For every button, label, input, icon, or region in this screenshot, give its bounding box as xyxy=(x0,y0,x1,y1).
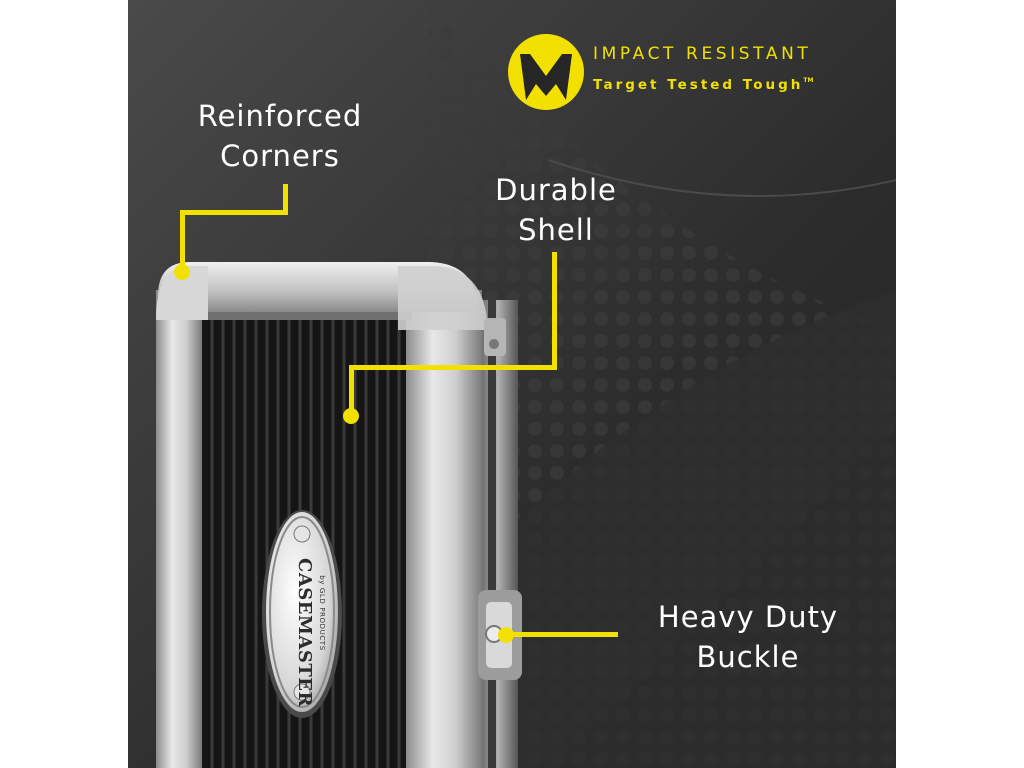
callout-corners-label: Reinforced Corners xyxy=(180,96,380,176)
callout-corners-line xyxy=(180,210,185,266)
callout-buckle-line xyxy=(508,632,618,637)
callout-corners-line xyxy=(283,184,288,214)
callout-corners-dot xyxy=(174,264,190,280)
badge-tagline: Target Tested ToughTM xyxy=(593,77,813,93)
callout-line-2: Buckle xyxy=(696,640,800,674)
callout-shell-label: Durable Shell xyxy=(476,170,636,250)
badge-tagline-text: Target Tested Tough xyxy=(593,77,804,93)
callout-line-1: Reinforced xyxy=(197,99,363,133)
callout-line-2: Corners xyxy=(220,139,340,173)
plaque-brand: CASEMASTER xyxy=(294,558,315,707)
trademark-mark: TM xyxy=(803,77,814,84)
callout-shell-dot xyxy=(343,408,359,424)
case-illustration xyxy=(128,0,896,768)
callout-line-1: Durable xyxy=(495,173,617,207)
m-shield-icon xyxy=(508,34,584,110)
callout-shell-line xyxy=(349,365,354,410)
plaque-sub: by GLD PRODUCTS xyxy=(318,575,326,651)
callout-shell-line xyxy=(349,365,557,370)
badge-title: IMPACT RESISTANT xyxy=(593,44,812,64)
callout-line-2: Shell xyxy=(518,213,594,247)
callout-buckle-dot xyxy=(498,627,514,643)
callout-line-1: Heavy Duty xyxy=(657,600,839,634)
callout-shell-line xyxy=(552,252,557,370)
callout-buckle-label: Heavy Duty Buckle xyxy=(638,597,858,677)
callout-corners-line xyxy=(180,210,288,215)
product-image: IMPACT RESISTANT Target Tested ToughTM C… xyxy=(128,0,896,768)
